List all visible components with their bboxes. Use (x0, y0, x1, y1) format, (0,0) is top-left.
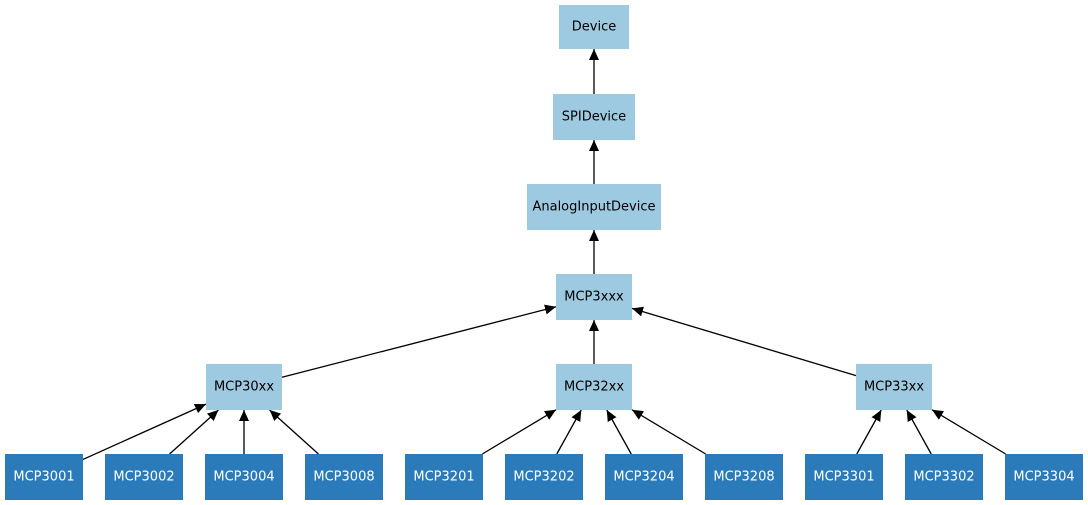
edge-mcp3204-to-mcp32xx (606, 409, 632, 455)
node-mcp3301: MCP3301 (805, 454, 883, 500)
node-mcp3201-box (405, 454, 483, 500)
node-mcp3001-box (5, 454, 83, 500)
node-mcp3008-box (305, 454, 383, 500)
edge-mcp3201-to-mcp32xx (481, 409, 557, 455)
node-mcp3004-label: MCP3004 (213, 470, 274, 485)
node-mcp30xx: MCP30xx (206, 364, 282, 410)
node-mcp32xx-label: MCP32xx (564, 380, 624, 395)
node-analoginputdevice-label: AnalogInputDevice (532, 200, 655, 215)
node-mcp3xxx-label: MCP3xxx (564, 290, 624, 305)
node-mcp3302: MCP3302 (905, 454, 983, 500)
edge-mcp3304-to-mcp33xx (931, 409, 1007, 455)
node-mcp3002-label: MCP3002 (113, 470, 174, 485)
node-mcp33xx-box (856, 364, 932, 410)
node-mcp3204-box (605, 454, 683, 500)
node-spidevice-box (553, 94, 635, 140)
edge-mcp3008-to-mcp30xx (269, 409, 319, 455)
node-mcp3304-box (1005, 454, 1083, 500)
node-mcp3002: MCP3002 (105, 454, 183, 500)
node-device-box (559, 5, 629, 49)
node-mcp3302-label: MCP3302 (913, 470, 974, 485)
edge-mcp30xx-to-mcp3xxx (281, 304, 557, 378)
edges-layer (82, 49, 1007, 461)
node-mcp3208-label: MCP3208 (713, 470, 774, 485)
node-mcp3202: MCP3202 (505, 454, 583, 500)
node-mcp3204: MCP3204 (605, 454, 683, 500)
node-mcp3304: MCP3304 (1005, 454, 1083, 500)
node-mcp3202-label: MCP3202 (513, 470, 574, 485)
node-mcp3204-label: MCP3204 (613, 470, 674, 485)
nodes-layer: Device SPIDevice AnalogInputDevice MCP3x… (5, 5, 1083, 500)
node-mcp3202-box (505, 454, 583, 500)
node-mcp3201-label: MCP3201 (413, 470, 474, 485)
node-mcp33xx: MCP33xx (856, 364, 932, 410)
node-spidevice: SPIDevice (553, 94, 635, 140)
edge-mcp3001-to-mcp30xx (82, 403, 207, 461)
node-device-label: Device (572, 20, 616, 35)
node-mcp32xx: MCP32xx (556, 364, 632, 410)
edge-mcp3202-to-mcp32xx (556, 409, 582, 455)
node-mcp30xx-box (206, 364, 282, 410)
edge-mcp3208-to-mcp32xx (631, 409, 707, 455)
node-mcp33xx-label: MCP33xx (864, 380, 924, 395)
node-mcp3208-box (705, 454, 783, 500)
edge-mcp3302-to-mcp33xx (906, 409, 932, 455)
node-mcp3008: MCP3008 (305, 454, 383, 500)
node-mcp3002-box (105, 454, 183, 500)
node-mcp3301-label: MCP3301 (813, 470, 874, 485)
edge-mcp33xx-to-mcp3xxx (631, 306, 857, 377)
node-mcp32xx-box (556, 364, 632, 410)
node-mcp30xx-label: MCP30xx (214, 380, 274, 395)
node-mcp3304-label: MCP3304 (1013, 470, 1074, 485)
node-mcp3004: MCP3004 (205, 454, 283, 500)
node-analoginputdevice: AnalogInputDevice (527, 184, 661, 230)
node-mcp3008-label: MCP3008 (313, 470, 374, 485)
node-mcp3208: MCP3208 (705, 454, 783, 500)
node-mcp3301-box (805, 454, 883, 500)
node-mcp3201: MCP3201 (405, 454, 483, 500)
node-analoginputdevice-box (527, 184, 661, 230)
node-mcp3001-label: MCP3001 (13, 470, 74, 485)
node-spidevice-label: SPIDevice (562, 110, 626, 125)
node-mcp3xxx: MCP3xxx (556, 274, 632, 320)
edge-mcp3301-to-mcp33xx (856, 409, 882, 455)
node-mcp3302-box (905, 454, 983, 500)
node-device: Device (559, 5, 629, 49)
node-mcp3004-box (205, 454, 283, 500)
node-mcp3xxx-box (556, 274, 632, 320)
node-mcp3001: MCP3001 (5, 454, 83, 500)
edge-mcp3002-to-mcp30xx (169, 409, 219, 455)
